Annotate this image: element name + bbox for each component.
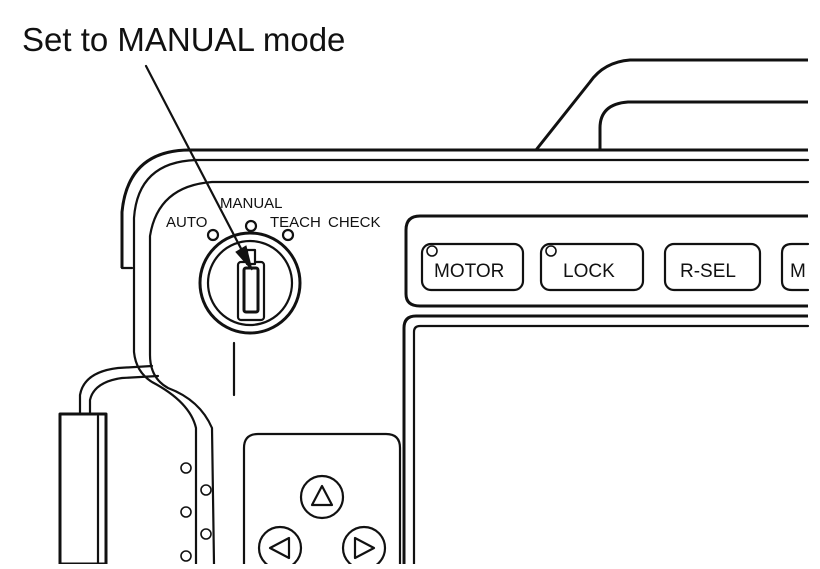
triangle-right-icon bbox=[353, 536, 376, 560]
motor-button-label: MOTOR bbox=[434, 261, 504, 282]
motor-button[interactable]: MOTOR bbox=[420, 242, 525, 292]
pendant-handle bbox=[534, 58, 808, 151]
mode-label-auto: AUTO bbox=[166, 214, 207, 231]
strap bbox=[58, 364, 160, 566]
manual-led bbox=[244, 219, 258, 233]
mode-label-teach: TEACH bbox=[270, 214, 321, 231]
pointer-arrow bbox=[144, 64, 253, 271]
mode-label-manual: MANUAL bbox=[220, 195, 283, 212]
cursor-right-button[interactable] bbox=[341, 525, 387, 569]
cursor-keypad bbox=[242, 432, 402, 566]
lock-led bbox=[545, 245, 557, 257]
r-sel-button[interactable]: R-SEL bbox=[663, 242, 762, 292]
cursor-left-button[interactable] bbox=[257, 525, 303, 569]
m-button[interactable]: M bbox=[780, 242, 810, 292]
r-sel-button-label: R-SEL bbox=[680, 261, 736, 282]
button-panel bbox=[404, 214, 808, 308]
mode-labels: AUTO MANUAL TEACH CHECK bbox=[166, 195, 381, 231]
triangle-left-icon bbox=[268, 536, 291, 560]
m-button-label: M bbox=[790, 261, 806, 282]
teach-led bbox=[281, 228, 295, 242]
pendant-body bbox=[120, 148, 810, 566]
mode-key-switch[interactable] bbox=[198, 231, 302, 335]
lock-button[interactable]: LOCK bbox=[539, 242, 645, 292]
auto-led bbox=[206, 228, 220, 242]
vent-holes bbox=[180, 462, 212, 562]
triangle-up-icon bbox=[310, 484, 334, 507]
cursor-up-button[interactable] bbox=[299, 474, 345, 520]
lock-button-label: LOCK bbox=[563, 261, 615, 282]
motor-led bbox=[426, 245, 438, 257]
mode-label-check: CHECK bbox=[328, 214, 381, 231]
display-screen[interactable] bbox=[402, 314, 810, 566]
instruction-caption: Set to MANUAL mode bbox=[22, 21, 345, 58]
